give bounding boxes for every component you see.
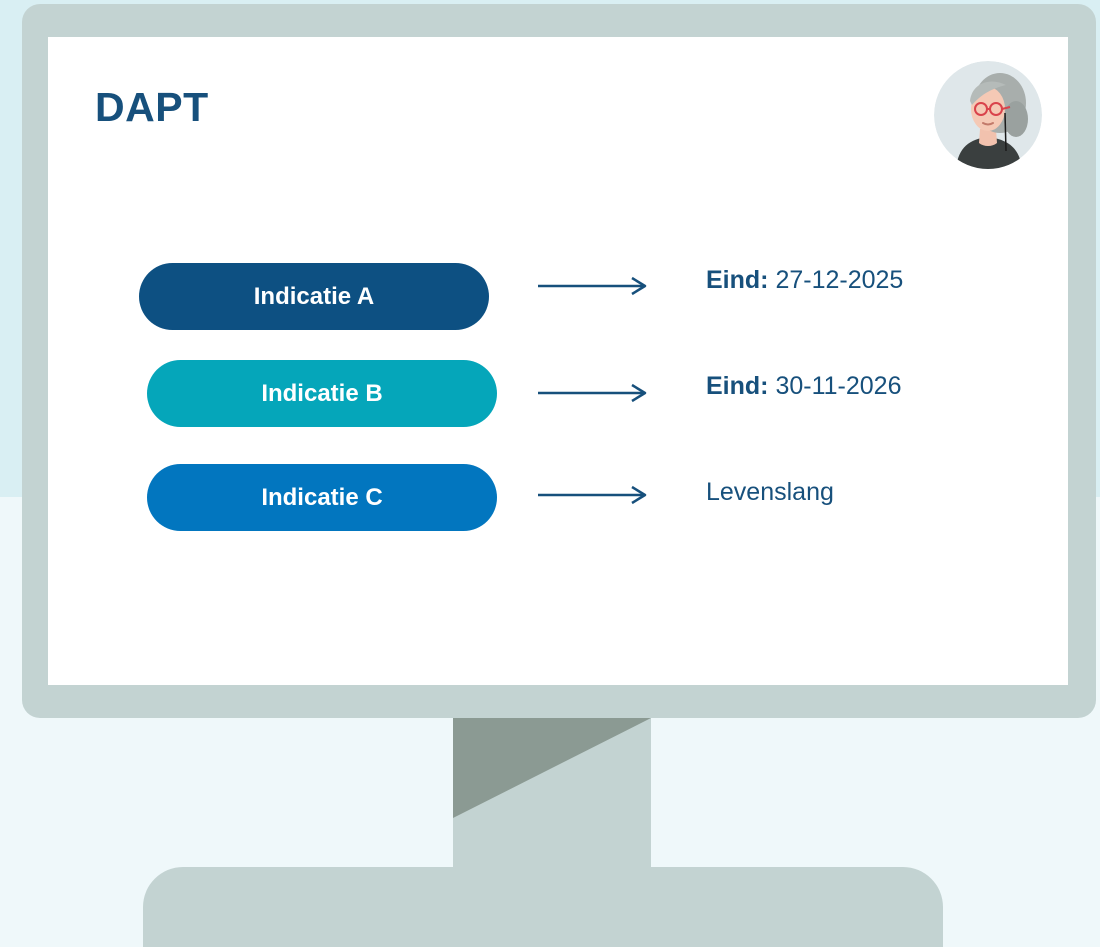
indicatie-c-pill[interactable]: Indicatie C — [147, 464, 497, 531]
indicatie-a-pill[interactable]: Indicatie A — [139, 263, 489, 330]
indicatie-b-pill[interactable]: Indicatie B — [147, 360, 497, 427]
arrow-right-icon — [538, 276, 647, 296]
arrow-right-icon — [538, 383, 647, 403]
end-date-key: Eind: — [706, 372, 769, 400]
indicatie-b-label: Indicatie B — [261, 379, 383, 407]
arrow-right-icon — [538, 485, 647, 505]
page-title: DAPT — [95, 84, 209, 130]
end-date-value: Levenslang — [706, 478, 834, 506]
end-date-value: 27-12-2025 — [775, 266, 904, 294]
indicatie-a-label: Indicatie A — [253, 282, 375, 310]
monitor-stand-shadow — [453, 718, 651, 818]
indicatie-c-label: Indicatie C — [261, 483, 383, 511]
indicatie-b-end-date: Eind: 30-11-2026 — [706, 372, 901, 401]
end-date-key: Eind: — [706, 266, 769, 294]
end-date-value: 30-11-2026 — [775, 372, 902, 400]
indicatie-a-end-date: Eind: 27-12-2025 — [706, 266, 903, 295]
elderly-woman-avatar-icon[interactable] — [934, 61, 1042, 169]
indicatie-c-end-date: Levenslang — [706, 478, 834, 507]
monitor-stand-base — [143, 867, 943, 947]
